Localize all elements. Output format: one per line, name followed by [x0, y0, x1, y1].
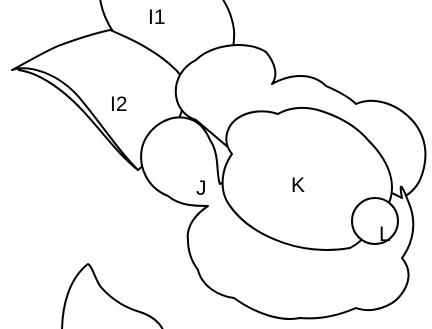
label-i1: I1: [148, 6, 166, 29]
label-l: L: [379, 223, 391, 246]
label-k: K: [291, 174, 305, 197]
bottom-leaf-shape: [62, 264, 164, 329]
label-i2: I2: [110, 93, 128, 116]
region-l-shape: [352, 198, 398, 244]
label-j: J: [196, 177, 207, 200]
